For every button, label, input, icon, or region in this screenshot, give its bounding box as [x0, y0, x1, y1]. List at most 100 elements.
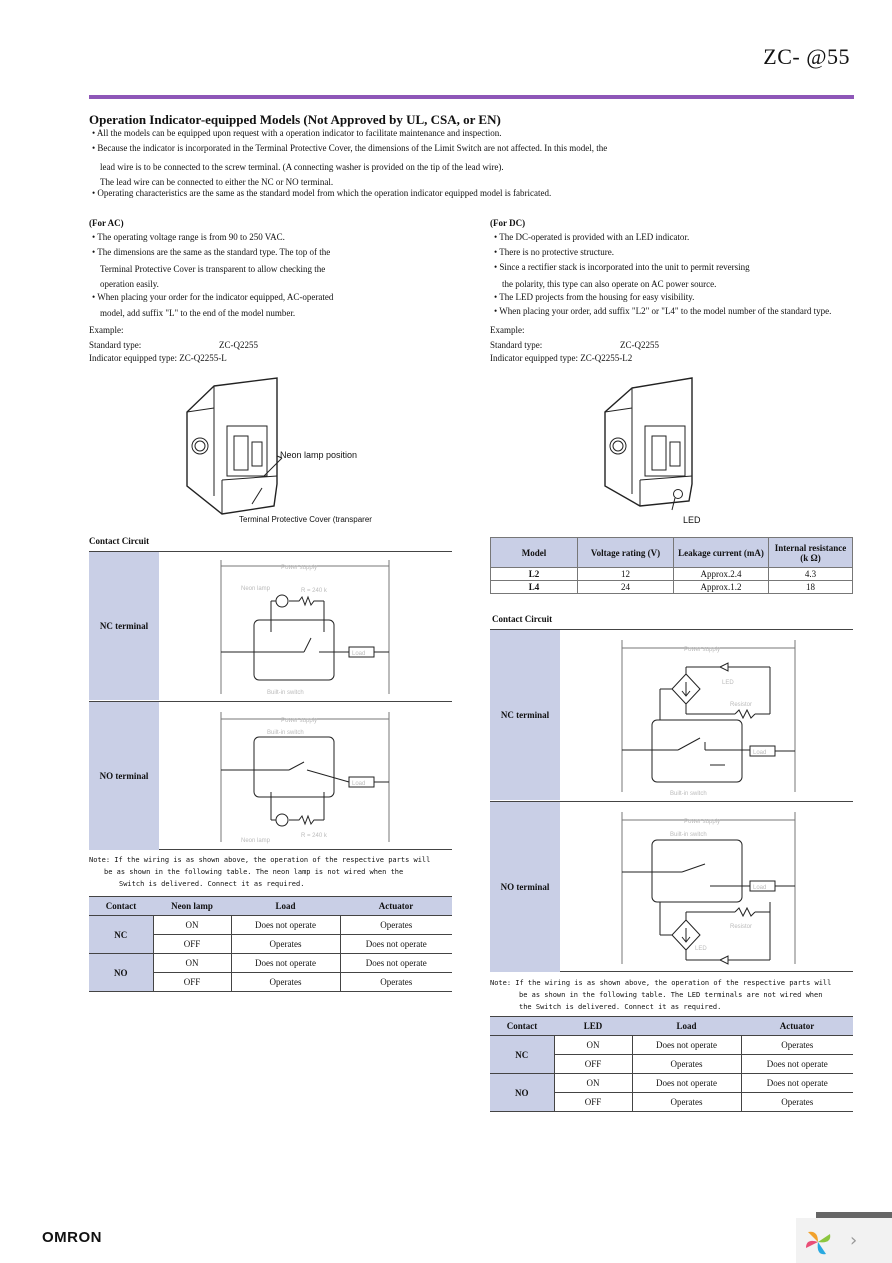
col-led: LED	[554, 1016, 632, 1036]
ac-nc-resistor-text: R = 240 k	[301, 588, 328, 594]
ac-no-neon-lamp-text: Neon lamp	[241, 838, 271, 844]
ac-contact-circuit-title: Contact Circuit	[89, 536, 150, 546]
ac-note-line: Switch is delivered. Connect it as requi…	[119, 880, 305, 888]
table-cell: Does not operate	[740, 1073, 853, 1093]
ac-indicator-line: Indicator equipped type: ZC-Q2255-L	[89, 353, 227, 363]
ac-switch-figure: Neon lamp position Terminal Protective C…	[186, 377, 372, 524]
table-cell: Operates	[631, 1092, 741, 1112]
dc-line: • Since a rectifier stack is incorporate…	[494, 262, 750, 272]
table-cell: 18	[768, 580, 853, 594]
dc-no-led-text: LED	[695, 946, 707, 952]
dc-nc-terminal-label: NC terminal	[490, 630, 560, 800]
ac-no-power-supply-text: Power supply	[281, 718, 317, 724]
table-cell: 12	[577, 567, 674, 581]
page-nav-widget[interactable]: ›	[796, 1218, 892, 1263]
table-cell: OFF	[553, 1092, 632, 1112]
table-cell: Does not operate	[631, 1073, 741, 1093]
table-cell: ON	[553, 1073, 632, 1093]
ac-circuit-diagrams: Power supply Neon lamp R = 240 k Load Bu…	[220, 560, 390, 844]
intro-bullet: • Because the indicator is incorporated …	[92, 143, 608, 153]
table-cell: OFF	[152, 972, 231, 992]
intro-bullet: lead wire is to be connected to the scre…	[100, 162, 504, 172]
table-cell: Approx.1.2	[673, 580, 769, 594]
ac-nc-neon-lamp-text: Neon lamp	[241, 586, 271, 592]
table-cell: Operates	[230, 972, 340, 992]
nav-bar	[816, 1212, 892, 1218]
dc-no-builtin-switch-text: Built-in switch	[670, 832, 707, 838]
led-label: LED	[683, 515, 701, 525]
dc-line: the polarity, this type can also operate…	[502, 279, 717, 289]
ac-no-builtin-switch-text: Built-in switch	[267, 730, 304, 736]
table-cell: Operates	[339, 915, 452, 935]
table-cell: Does not operate	[339, 934, 452, 954]
table-cell: Does not operate	[631, 1035, 741, 1055]
dc-note-line: Note: If the wiring is as shown above, t…	[490, 979, 832, 987]
table-cell: L4	[490, 580, 578, 594]
dc-nc-resistor-text: Resistor	[730, 702, 752, 708]
dc-nc-load-text: Load	[753, 750, 766, 756]
dc-line: • There is no protective structure.	[494, 247, 614, 257]
ac-truth-table: Contact Neon lamp Load Actuator NC ON Do…	[89, 896, 452, 992]
col-load: Load	[632, 1016, 741, 1036]
intro-bullet: • Operating characteristics are the same…	[92, 188, 552, 198]
table-cell: 4.3	[768, 567, 853, 581]
omron-logo: OMRON	[42, 1229, 102, 1246]
table-cell: OFF	[152, 934, 231, 954]
table-cell: Does not operate	[339, 953, 452, 973]
dc-no-terminal-label: NO terminal	[490, 801, 560, 972]
dc-standard-label: Standard type:	[490, 340, 543, 350]
ac-standard-label: Standard type:	[89, 340, 142, 350]
table-cell: L2	[490, 567, 578, 581]
ac-no-load-text: Load	[352, 781, 365, 787]
ac-nc-load-text: Load	[352, 651, 365, 657]
next-page-button[interactable]: ›	[850, 1230, 858, 1251]
ac-line: • The dimensions are the same as the sta…	[92, 247, 331, 257]
table-cell: Operates	[631, 1054, 741, 1074]
ac-example-label: Example:	[89, 325, 124, 335]
neon-lamp-position-label: Neon lamp position	[280, 450, 357, 460]
page-header-title: ZC- @55	[763, 44, 850, 69]
ac-note-line: Note: If the wiring is as shown above, t…	[89, 856, 431, 864]
col-contact: Contact	[490, 1016, 554, 1036]
dc-line: • When placing your order, add suffix "L…	[494, 306, 832, 316]
table-cell: ON	[152, 915, 231, 935]
dc-line: • The LED projects from the housing for …	[494, 292, 695, 302]
col-contact: Contact	[89, 896, 153, 916]
table-cell: Operates	[740, 1035, 853, 1055]
dc-circuit-diagrams: Power supply LED Resistor Load Built-in …	[621, 640, 796, 965]
table-row: L4 24 Approx.1.2 18	[490, 580, 853, 594]
ac-line: model, add suffix "L" to the end of the …	[100, 308, 296, 318]
dc-line: • The DC-operated is provided with an LE…	[494, 232, 690, 242]
contact-cell: NC	[89, 915, 153, 954]
ac-standard-value: ZC-Q2255	[219, 340, 258, 350]
dc-note-line: the Switch is delivered. Connect it as r…	[519, 1003, 722, 1011]
header-rule	[89, 95, 854, 99]
dc-switch-figure: LED	[604, 377, 701, 525]
ac-no-terminal-label: NO terminal	[89, 701, 159, 850]
dc-standard-value: ZC-Q2255	[620, 340, 659, 350]
dc-contact-circuit-title: Contact Circuit	[492, 614, 553, 624]
ac-line: • When placing your order for the indica…	[92, 292, 334, 302]
ac-no-resistor-text: R = 240 k	[301, 833, 328, 839]
table-row: L2 12 Approx.2.4 4.3	[490, 567, 853, 581]
ac-heading: (For AC)	[89, 218, 124, 228]
dc-no-resistor-text: Resistor	[730, 924, 752, 930]
table-row: OFF Operates Operates	[490, 1092, 853, 1112]
contact-cell: NO	[490, 1073, 554, 1112]
table-header-row: Contact LED Load Actuator	[490, 1016, 853, 1036]
col-voltage-rating: Voltage rating (V)	[577, 537, 674, 568]
dc-note-line: be as shown in the following table. The …	[519, 991, 823, 999]
table-cell: ON	[152, 953, 231, 973]
table-row: NC ON Does not operate Operates	[490, 1035, 853, 1074]
omega-icon: Ω)	[810, 552, 821, 563]
table-cell: Approx.2.4	[673, 567, 769, 581]
col-neon-lamp: Neon lamp	[153, 896, 231, 916]
table-cell: Operates	[740, 1092, 853, 1112]
dc-spec-table: Model Voltage rating (V) Leakage current…	[490, 537, 853, 594]
ac-line: Terminal Protective Cover is transparent…	[100, 264, 326, 274]
col-internal-resistance: Internal resistance (k Ω)	[768, 537, 853, 568]
section-title: Operation Indicator-equipped Models (Not…	[89, 112, 501, 127]
dc-nc-builtin-switch-text: Built-in switch	[670, 791, 707, 797]
intro-bullet: The lead wire can be connected to either…	[100, 177, 334, 187]
pinwheel-icon	[806, 1231, 831, 1255]
